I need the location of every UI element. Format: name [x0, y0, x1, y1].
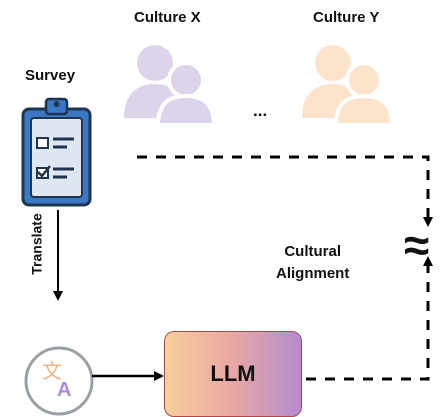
translate-label: Translate	[28, 213, 45, 275]
llm-box: LLM	[164, 331, 302, 417]
translate-icon: 文 A	[24, 346, 94, 416]
svg-text:A: A	[57, 379, 71, 401]
cultural-alignment-label: Cultural Alignment	[276, 241, 349, 285]
svg-text:文: 文	[42, 359, 62, 383]
cultural-alignment-line2: Alignment	[276, 265, 350, 282]
culture-y-label: Culture Y	[313, 9, 380, 26]
clipboard-checklist-icon	[21, 97, 92, 207]
cultural-alignment-line1: Cultural	[284, 243, 341, 260]
culture-x-label: Culture X	[134, 9, 201, 26]
llm-label: LLM	[210, 361, 256, 386]
approx-equal-symbol: ≈	[404, 219, 430, 271]
dashed-arrow-cultures-to-alignment	[137, 155, 433, 227]
culture-x-people-icon	[124, 45, 217, 127]
survey-label: Survey	[25, 67, 76, 84]
ellipsis-label: ...	[253, 101, 268, 120]
culture-y-people-icon	[302, 45, 395, 127]
dashed-arrow-llm-to-alignment	[306, 256, 433, 381]
